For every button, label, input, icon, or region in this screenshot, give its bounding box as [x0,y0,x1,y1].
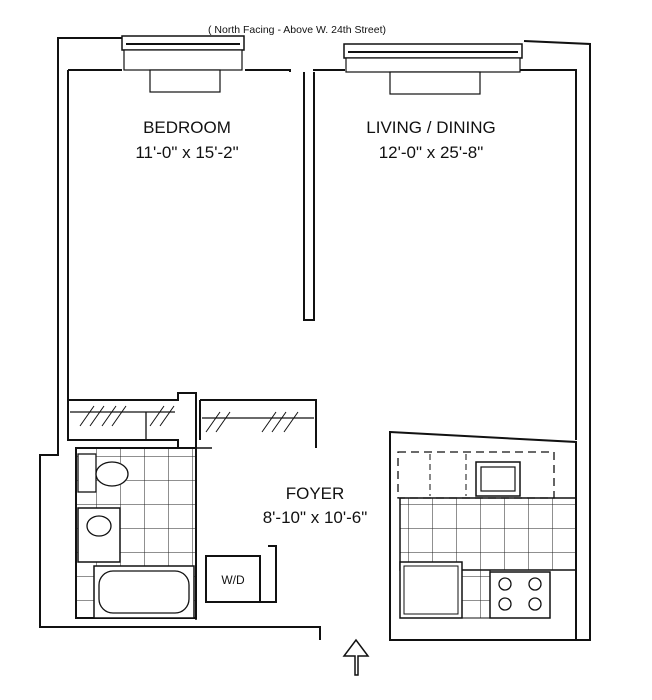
living-name: LIVING / DINING [366,118,495,137]
closet-bedroom [68,392,197,449]
window-living [343,43,523,95]
kitchen [389,430,577,641]
orientation-note: ( North Facing - Above W. 24th Street) [208,24,386,36]
window-bedroom [121,35,245,93]
exterior-wall [39,37,591,641]
foyer-dimensions: 8'-10" x 10'-6" [263,508,368,527]
foyer-name: FOYER [286,484,345,503]
washer-dryer: W/D [205,545,277,603]
bathroom [75,447,197,619]
living-dimensions: 12'-0" x 25'-8" [379,143,484,162]
partition-wall [303,72,315,321]
bedroom-dimensions: 11'-0" x 15'-2" [135,143,238,162]
bedroom-name: BEDROOM [143,118,231,137]
washer-dryer-label: W/D [221,573,245,587]
closet-foyer [199,399,317,448]
bathroom-door [195,447,212,620]
entry-arrow-icon [342,638,370,676]
